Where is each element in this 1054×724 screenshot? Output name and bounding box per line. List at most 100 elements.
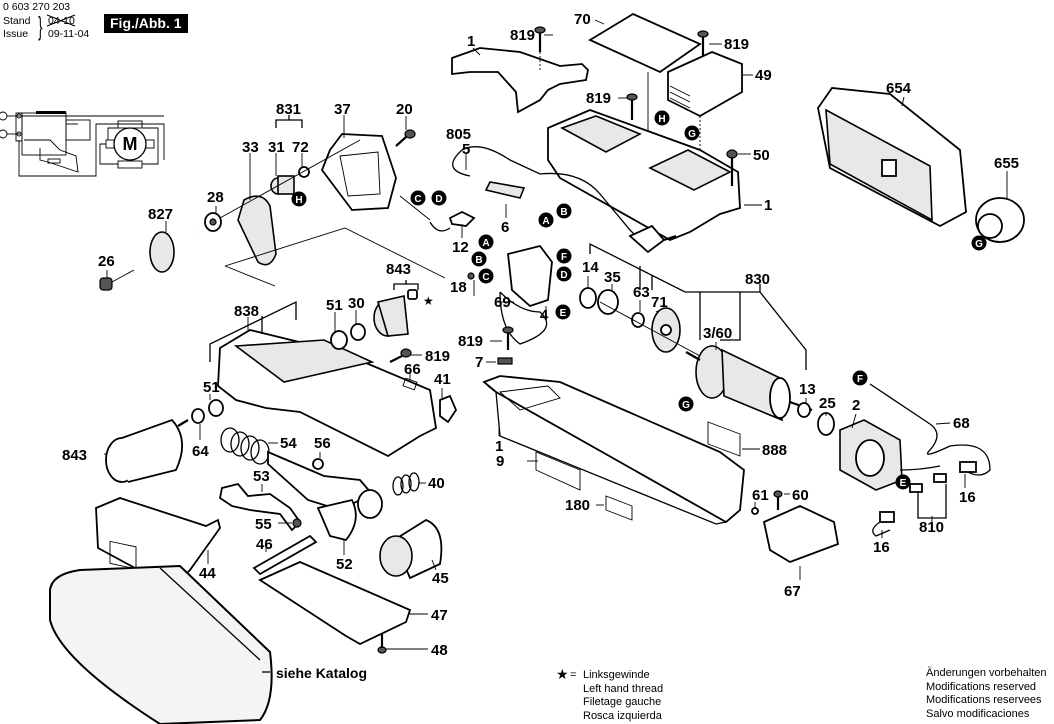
part-label: 12	[452, 239, 469, 256]
part-label: 25	[819, 395, 836, 412]
legend-line-de: Linksgewinde	[583, 669, 650, 681]
callout-marker: B	[471, 251, 487, 267]
part-label: 838	[234, 303, 259, 320]
part-label: 47	[431, 607, 448, 624]
stator-part	[839, 419, 903, 491]
part-label: 5	[462, 141, 470, 158]
part-label: 68	[953, 415, 970, 432]
bearing-part	[579, 287, 597, 309]
document-number: 0 603 270 203	[3, 1, 71, 13]
svg-text:D: D	[435, 194, 442, 205]
figure-badge: Fig./Abb. 1	[104, 14, 188, 33]
part-label: 843	[386, 261, 411, 278]
part-label: 4	[540, 307, 549, 324]
motor-housing-part	[482, 375, 745, 525]
terminal-icon	[0, 129, 8, 139]
callout-marker: H	[654, 110, 670, 126]
bushing-part	[208, 399, 224, 417]
part-label: 64	[192, 443, 209, 460]
brush-holder-part	[879, 511, 895, 523]
screw-icon	[726, 149, 738, 186]
part-label: 1	[495, 438, 503, 455]
bushing-part	[330, 330, 348, 350]
part-label: 72	[292, 139, 309, 156]
legend-line-en: Left hand thread	[583, 682, 664, 695]
part-label: 3/60	[703, 325, 732, 342]
belt-cover-part	[320, 133, 397, 211]
dust-box-part	[817, 87, 967, 228]
part-label: 16	[959, 489, 976, 506]
part-label: 37	[334, 101, 351, 118]
part-label: 180	[565, 497, 590, 514]
part-label: 60	[792, 487, 809, 504]
nut-icon	[407, 289, 418, 300]
callout-marker: G	[678, 396, 694, 412]
part-label: 819	[425, 348, 450, 365]
modifications-line-fr: Modifications reservees	[926, 694, 1042, 706]
tension-knob-part	[439, 394, 458, 424]
part-label: 66	[404, 361, 421, 378]
screw-icon	[467, 272, 475, 280]
nameplate-part	[535, 451, 581, 491]
wiring-schematic: M	[0, 111, 165, 177]
part-label: 49	[755, 67, 772, 84]
modifications-line-es: Salvo modificaciones	[926, 707, 1030, 720]
callout-marker: C	[410, 190, 426, 206]
callout-marker: D	[556, 266, 572, 282]
svg-text:B: B	[475, 255, 482, 266]
spring-part	[392, 472, 420, 496]
part-label: 52	[336, 556, 353, 573]
screw-icon	[697, 30, 709, 56]
washer-icon	[191, 408, 205, 424]
part-label: 69	[494, 294, 511, 311]
part-label: 40	[428, 475, 445, 492]
part-label: 6	[501, 219, 509, 236]
part-label: 44	[199, 565, 216, 582]
label-plate-part	[707, 421, 741, 457]
cap-part	[667, 51, 743, 118]
part-label: 50	[753, 147, 770, 164]
upper-housing-part	[547, 109, 741, 241]
callout-marker: A	[478, 234, 494, 250]
part-label: 827	[148, 206, 173, 223]
part-label: 56	[314, 435, 331, 452]
washer-icon	[298, 166, 310, 178]
callout-marker: B	[556, 203, 572, 219]
retaining-washer-icon	[312, 458, 324, 470]
label-plate-part	[605, 495, 633, 521]
part-label: 819	[510, 27, 535, 44]
part-label: 810	[919, 519, 944, 536]
part-label: 654	[886, 80, 912, 97]
part-label: 819	[586, 90, 611, 107]
callout-marker: E	[895, 474, 911, 490]
svg-text:C: C	[414, 194, 421, 205]
motor-symbol: M	[123, 134, 138, 154]
clip-part	[448, 210, 476, 227]
callout-marker: A	[538, 212, 554, 228]
callout-marker: H	[291, 191, 307, 207]
washer-icon	[350, 323, 366, 341]
front-roller-part	[379, 518, 443, 580]
part-label: 54	[280, 435, 297, 452]
part-label: 1	[467, 33, 475, 50]
part-label: 48	[431, 642, 448, 659]
callout-marker: F	[852, 370, 868, 386]
svg-text:A: A	[482, 238, 489, 249]
part-label: 41	[434, 371, 451, 388]
part-label: 61	[752, 487, 769, 504]
part-label: 71	[651, 294, 668, 311]
part-label: 9	[496, 453, 504, 470]
svg-text:B: B	[560, 207, 567, 218]
screw-icon	[773, 490, 783, 510]
part-number-labels: 1 819 70 819 49 819 50 1 654 655 831 37 …	[62, 11, 1019, 659]
part-label: 888	[762, 442, 787, 459]
part-label: 45	[432, 570, 449, 587]
part-label: 16	[873, 539, 890, 556]
frame-part	[217, 329, 437, 458]
part-label: 830	[745, 271, 770, 288]
svg-text:G: G	[682, 400, 690, 411]
star-icon: ★	[556, 666, 569, 682]
screw-icon	[377, 634, 387, 654]
part-label: 7	[475, 354, 483, 371]
screw-icon	[502, 326, 514, 350]
